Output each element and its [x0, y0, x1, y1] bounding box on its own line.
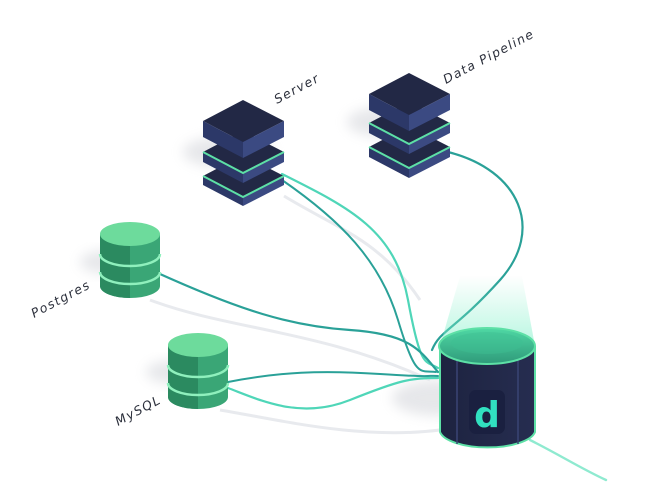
connector-mysql [226, 376, 440, 410]
connector-postgres [158, 272, 440, 374]
server-node [202, 100, 285, 206]
hub-node: d [438, 276, 536, 449]
connector-lines [158, 150, 608, 482]
hub-glow [440, 276, 535, 346]
hub-logo-tile [469, 390, 505, 434]
server-label: Server [271, 70, 322, 106]
connector-server [280, 172, 440, 370]
hub-logo-glyph: d [474, 395, 500, 436]
postgres-label: Postgres [28, 277, 93, 321]
connector-server-2 [281, 179, 437, 373]
reflection-lines [149, 194, 441, 435]
mysql-node [166, 333, 230, 409]
postgres-node [98, 222, 162, 298]
pipeline-label: Data Pipeline [440, 26, 536, 87]
connector-mysql-2 [227, 371, 439, 383]
mysql-label: MySQL [112, 392, 163, 429]
pipeline-node [368, 73, 451, 178]
connector-outflow [528, 438, 608, 482]
